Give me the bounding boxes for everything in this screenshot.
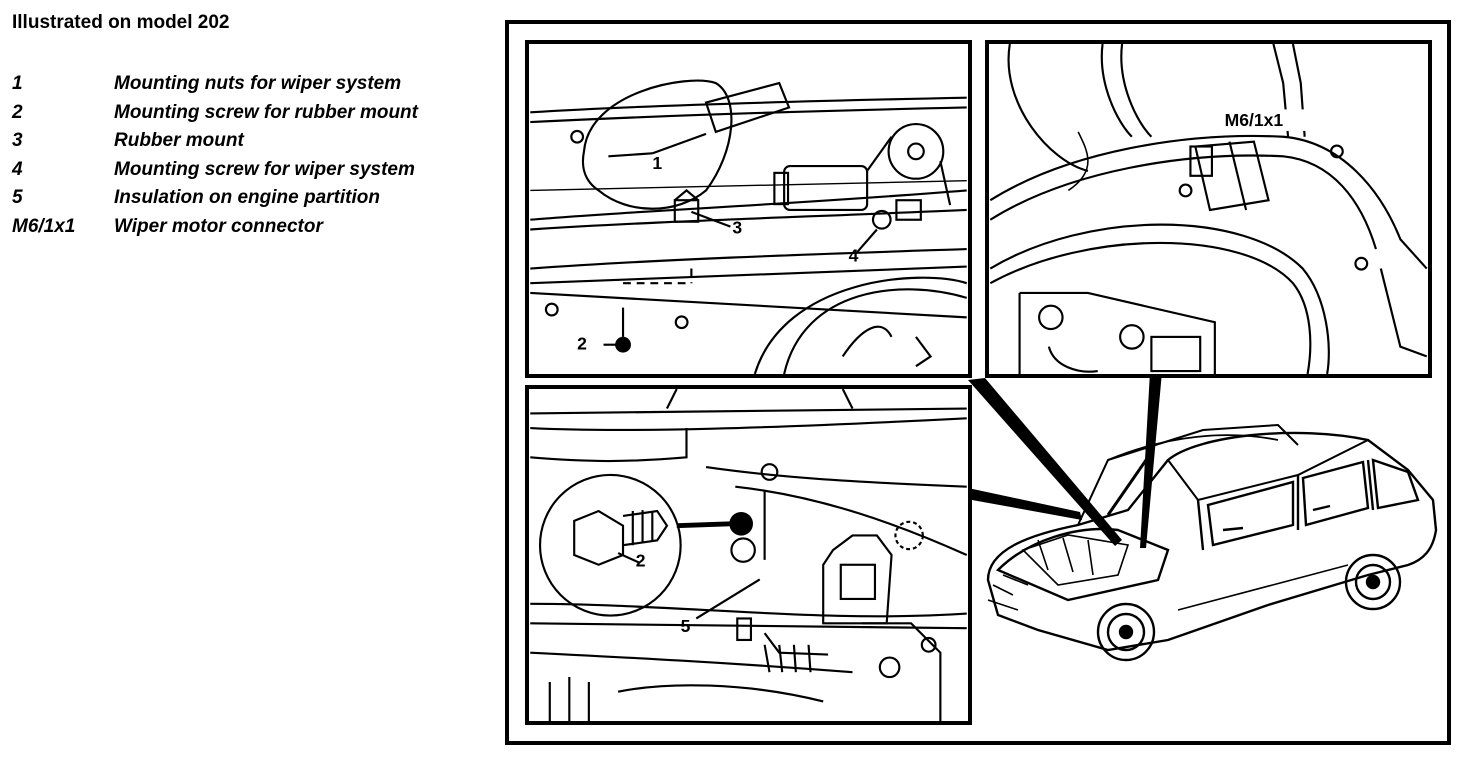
legend-text: Insulation on engine partition — [114, 187, 380, 208]
car-overview-illustration — [968, 400, 1453, 680]
callout-label: 2 — [577, 334, 587, 354]
legend-item: M6/1x1 Wiper motor connector — [12, 213, 482, 242]
legend-text: Mounting screw for rubber mount — [114, 101, 418, 123]
legend-item: 5 Insulation on engine partition — [12, 184, 482, 213]
callout-label: 2 — [636, 551, 646, 571]
legend-item: 3 Rubber mount — [12, 127, 482, 156]
legend-item: 1 Mounting nuts for wiper system — [12, 70, 482, 99]
legend-number: 1 — [12, 73, 23, 94]
legend-number: 5 — [12, 187, 23, 208]
legend-text: Mounting nuts for wiper system — [114, 73, 402, 94]
legend-item: 4 Mounting screw for wiper system — [12, 156, 482, 185]
legend-text: Wiper motor connector — [114, 215, 323, 237]
callout-label: 5 — [681, 616, 691, 636]
legend: 1 Mounting nuts for wiper system 2 Mount… — [12, 70, 482, 241]
diagram-heading: Illustrated on model 202 — [12, 12, 230, 33]
callout-label: 3 — [732, 217, 742, 237]
legend-number: 3 — [12, 130, 23, 151]
detail-panel-rubber-mount: 2 5 — [525, 385, 972, 725]
callout-label: M6/1x1 — [1225, 110, 1284, 130]
detail-panel-connector: M6/1x1 — [985, 40, 1432, 378]
callout-label: 4 — [849, 246, 859, 266]
legend-text: Rubber mount — [114, 130, 244, 151]
legend-number: 4 — [12, 158, 23, 180]
detail-panel-wiper-motor: 1 3 4 2 — [525, 40, 972, 378]
legend-number: 2 — [12, 101, 23, 123]
legend-text: Mounting screw for wiper system — [114, 158, 415, 180]
legend-item: 2 Mounting screw for rubber mount — [12, 99, 482, 128]
callout-label: 1 — [652, 153, 662, 173]
legend-number: M6/1x1 — [12, 215, 76, 237]
